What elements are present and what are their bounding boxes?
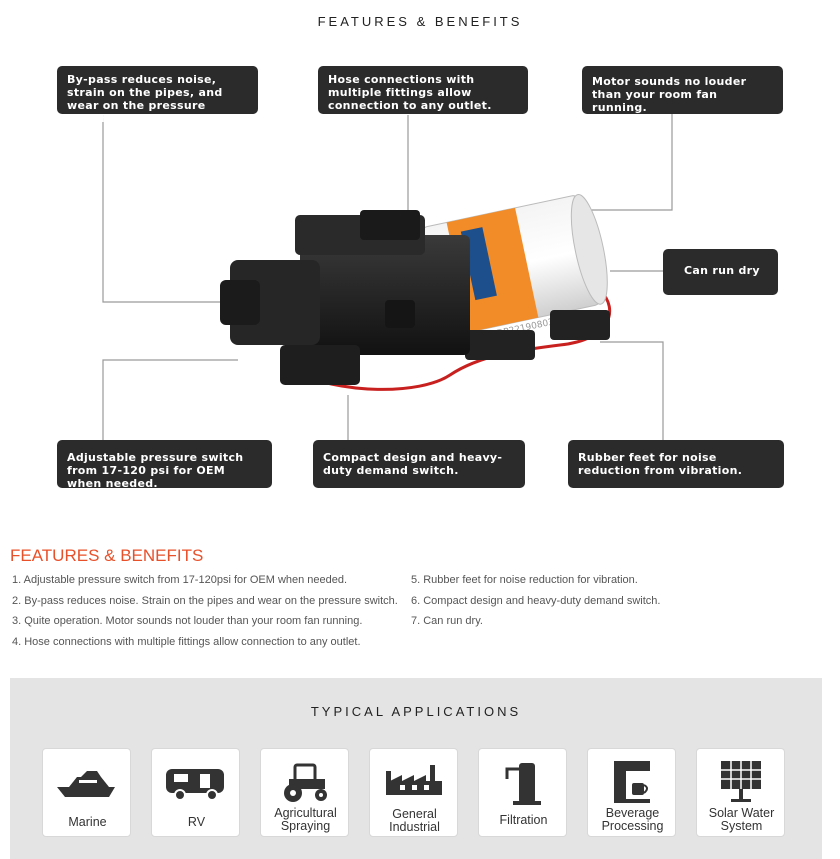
features-heading: FEATURES & BENEFITS: [10, 546, 204, 565]
app-label-line2: Industrial: [389, 820, 440, 834]
app-label: Filtration: [499, 813, 548, 827]
app-label: Solar Water: [708, 806, 775, 820]
filter-icon: [505, 763, 541, 805]
page-title: FEATURES & BENEFITS: [317, 14, 523, 29]
app-label: General: [392, 807, 437, 821]
solar-panel-icon: [721, 761, 761, 802]
features-list-right: 5. Rubber feet for noise reduction for v…: [411, 573, 660, 635]
app-label: Agricultural: [274, 806, 337, 820]
app-card-agricultural: Agricultural Spraying: [260, 748, 349, 837]
callout-compact-design: Compact design and heavy-duty demand swi…: [313, 440, 525, 488]
list-item: 5. Rubber feet for noise reduction for v…: [411, 574, 638, 586]
applications-title: TYPICAL APPLICATIONS: [310, 704, 522, 719]
callout-bypass: By-pass reduces noise, strain on the pip…: [57, 66, 258, 125]
factory-icon: [386, 765, 442, 795]
callout-can-run-dry: Can run dry: [663, 249, 778, 295]
callout-connectors: [102, 114, 673, 440]
app-label: RV: [187, 815, 206, 829]
yacht-icon: [57, 771, 115, 797]
app-card-beverage: Beverage Processing: [587, 748, 676, 837]
list-item: 7. Can run dry.: [411, 615, 483, 627]
callout-pressure-switch: Adjustable pressure switch from 17-120 p…: [57, 440, 272, 490]
app-label-line2: System: [720, 819, 763, 833]
app-label: Beverage: [605, 806, 660, 820]
app-card-filtration: Filtration: [478, 748, 567, 837]
app-card-marine: Marine: [42, 748, 131, 837]
list-item: 4. Hose connections with multiple fittin…: [12, 635, 361, 648]
app-label: Marine: [68, 815, 107, 829]
callout-hose-connections: Hose connections with multiple fittings …: [318, 66, 528, 114]
rv-icon: [166, 769, 224, 801]
list-item: 3. Quite operation. Motor sounds not lou…: [12, 615, 363, 627]
app-label-line2: Spraying: [280, 819, 331, 833]
app-label-line2: Processing: [601, 819, 664, 833]
coffee-machine-icon: [614, 761, 650, 803]
callout-motor-sound: Motor sounds no louder than your room fa…: [582, 66, 783, 114]
app-card-solar: Solar Water System: [696, 748, 785, 837]
app-card-industrial: General Industrial: [369, 748, 458, 837]
tractor-icon: [284, 763, 327, 802]
water-pump-image: DP2219080320B1012: [220, 194, 611, 391]
callout-rubber-feet: Rubber feet for noise reduction from vib…: [568, 440, 784, 488]
list-item: 1. Adjustable pressure switch from 17-12…: [12, 574, 348, 586]
features-list-left: 1. Adjustable pressure switch from 17-12…: [12, 573, 398, 655]
list-item: 2. By-pass reduces noise. Strain on the …: [12, 594, 398, 607]
list-item: 6. Compact design and heavy-duty demand …: [411, 594, 661, 607]
app-card-rv: RV: [151, 748, 240, 837]
applications-panel: TYPICAL APPLICATIONS Marine RV Agricultu: [10, 678, 822, 859]
